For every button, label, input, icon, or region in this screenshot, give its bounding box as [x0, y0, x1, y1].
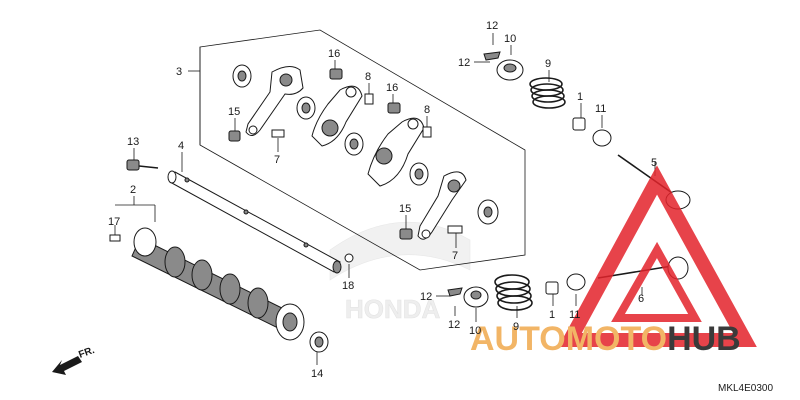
- callout-3: 3: [176, 66, 182, 78]
- diagram-code: MKL4E0300: [718, 383, 773, 394]
- callout-10b: 10: [469, 325, 481, 337]
- rocker-arm-3: [367, 117, 425, 187]
- callout-11a: 11: [595, 103, 606, 115]
- rocker-arm-4: [417, 171, 467, 240]
- callout-16b: 16: [386, 82, 398, 94]
- callout-7a: 7: [274, 154, 280, 166]
- automotohub-triangle-logo: [558, 165, 757, 347]
- callout-2: 2: [130, 184, 136, 196]
- camshaft: [131, 227, 305, 341]
- wordmark-part2: HUB: [667, 320, 741, 358]
- front-arrow: FR.: [52, 345, 96, 375]
- callout-labels: 3 16 8 16 8 15 7 13 4 2 17 15 7 18 14 12…: [108, 20, 657, 380]
- callout-7b: 7: [452, 250, 458, 262]
- honda-watermark-text: HONDA: [345, 294, 441, 324]
- bolt-13: [126, 159, 159, 171]
- svg-text:AUTOMOTOHUB: AUTOMOTOHUB: [470, 320, 741, 358]
- callout-18: 18: [342, 280, 354, 292]
- valve-train-lower: [447, 256, 689, 311]
- rocker-washers: [232, 64, 499, 225]
- callout-4: 4: [178, 140, 184, 152]
- callout-5: 5: [651, 157, 657, 169]
- callout-1a: 1: [577, 91, 583, 103]
- collar-18: [344, 253, 354, 263]
- callout-1b: 1: [549, 309, 555, 321]
- callout-12d: 12: [448, 319, 460, 331]
- callout-15a: 15: [228, 106, 240, 118]
- callout-12a: 12: [486, 20, 498, 32]
- rocker-shaft: [167, 170, 342, 274]
- callout-15b: 15: [399, 203, 411, 215]
- callout-10a: 10: [504, 33, 516, 45]
- wordmark-part1: AUTOMOTO: [470, 320, 667, 358]
- bearing-14: [309, 331, 329, 353]
- callout-8a: 8: [365, 71, 371, 83]
- callout-12b: 12: [458, 57, 470, 69]
- valve-spring-lower: [494, 274, 533, 311]
- callout-13: 13: [127, 136, 139, 148]
- callout-9a: 9: [545, 58, 551, 70]
- callout-17: 17: [108, 216, 120, 228]
- dowel-pin-17: [109, 234, 121, 242]
- callout-8b: 8: [424, 104, 430, 116]
- callout-11b: 11: [569, 309, 580, 321]
- valve-spring-upper: [529, 77, 566, 109]
- honda-watermark: HONDA: [329, 221, 471, 324]
- callout-6: 6: [638, 293, 644, 305]
- callout-9b: 9: [513, 321, 519, 333]
- callout-14: 14: [311, 368, 323, 380]
- adjuster-parts: [228, 68, 463, 240]
- rocker-arm-2: [311, 85, 363, 147]
- callout-12c: 12: [420, 291, 432, 303]
- automotohub-wordmark: AUTOMOTOHUB: [470, 320, 741, 358]
- callout-16a: 16: [328, 48, 340, 60]
- rocker-arm-1: [245, 66, 304, 136]
- front-label: FR.: [77, 345, 96, 361]
